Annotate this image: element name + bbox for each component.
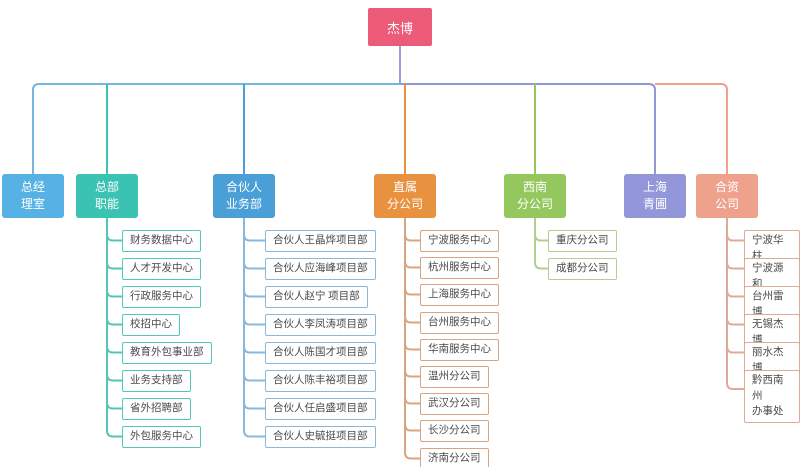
leaf-node[interactable]: 人才开发中心 [122, 258, 201, 280]
branch-node[interactable]: 上海 青圃 [624, 174, 686, 218]
leaf-node[interactable]: 长沙分公司 [420, 420, 489, 442]
leaf-node[interactable]: 上海服务中心 [420, 284, 499, 306]
leaf-node[interactable]: 合伙人赵宁 项目部 [265, 286, 368, 308]
leaf-node[interactable]: 外包服务中心 [122, 426, 201, 448]
leaf-node[interactable]: 合伙人李凤涛项目部 [265, 314, 376, 336]
leaf-node[interactable]: 行政服务中心 [122, 286, 201, 308]
leaf-node[interactable]: 华南服务中心 [420, 339, 499, 361]
leaf-node[interactable]: 校招中心 [122, 314, 180, 336]
branch-node[interactable]: 合资 公司 [696, 174, 758, 218]
leaf-node[interactable]: 合伙人王晶烨项目部 [265, 230, 376, 252]
leaf-node[interactable]: 省外招聘部 [122, 398, 191, 420]
leaf-node[interactable]: 合伙人应海峰项目部 [265, 258, 376, 280]
leaf-node[interactable]: 宁波服务中心 [420, 230, 499, 252]
leaf-node[interactable]: 济南分公司 [420, 448, 489, 467]
leaf-node[interactable]: 杭州服务中心 [420, 257, 499, 279]
leaf-node[interactable]: 合伙人陈国才项目部 [265, 342, 376, 364]
branch-node[interactable]: 合伙人 业务部 [213, 174, 275, 218]
leaf-node[interactable]: 成都分公司 [548, 258, 617, 280]
leaf-node[interactable]: 温州分公司 [420, 366, 489, 388]
leaf-node[interactable]: 合伙人任启盛项目部 [265, 398, 376, 420]
leaf-node[interactable]: 合伙人陈丰裕项目部 [265, 370, 376, 392]
leaf-node[interactable]: 黔西南州 办事处 [744, 370, 800, 423]
leaf-node[interactable]: 合伙人史毓挺项目部 [265, 426, 376, 448]
branch-node[interactable]: 直属 分公司 [374, 174, 436, 218]
branch-node[interactable]: 总经 理室 [2, 174, 64, 218]
leaf-node[interactable]: 台州服务中心 [420, 312, 499, 334]
branch-node[interactable]: 西南 分公司 [504, 174, 566, 218]
leaf-node[interactable]: 业务支持部 [122, 370, 191, 392]
leaf-node[interactable]: 教育外包事业部 [122, 342, 212, 364]
leaf-node[interactable]: 财务数据中心 [122, 230, 201, 252]
branch-node[interactable]: 总部 职能 [76, 174, 138, 218]
leaf-node[interactable]: 武汉分公司 [420, 393, 489, 415]
root-node[interactable]: 杰博 [368, 8, 432, 46]
leaf-node[interactable]: 重庆分公司 [548, 230, 617, 252]
